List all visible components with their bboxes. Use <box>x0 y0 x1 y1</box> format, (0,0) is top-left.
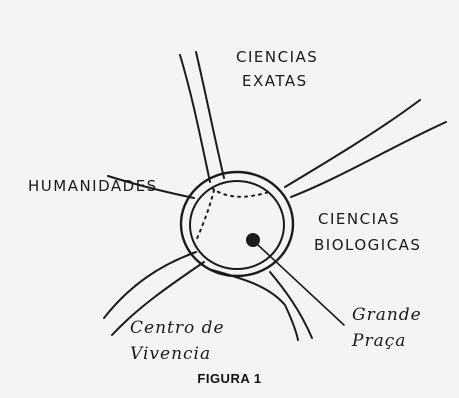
label-ciencias-exatas: CIENCIAS EXATAS <box>236 48 318 90</box>
plaza-inner-circle <box>189 180 285 270</box>
figure-caption: FIGURA 1 <box>197 371 262 386</box>
label-humanidades-text: HUMANIDADES <box>28 177 158 195</box>
label-ciencias-biologicas-line2: BIOLOGICAS <box>314 236 422 254</box>
grande-praca-marker <box>246 233 260 247</box>
road-left <box>107 175 195 199</box>
road-top-left <box>179 54 211 183</box>
road-bottom-right <box>269 271 313 339</box>
label-ciencias-biologicas: CIENCIAS BIOLOGICAS <box>314 210 421 254</box>
road-right-lower <box>290 121 447 198</box>
plaza-outer-circle <box>179 170 295 278</box>
label-grande-praca: Grande Praça <box>352 305 422 351</box>
dotted-divider-left <box>195 189 215 242</box>
label-centro-vivencia: Centro de Vivencia <box>130 318 225 364</box>
label-ciencias-biologicas-line1: CIENCIAS <box>318 210 401 228</box>
road-bottom-left-curve <box>211 269 299 341</box>
road-bottom-left-outer <box>103 251 197 319</box>
road-top-right <box>195 51 225 179</box>
label-ciencias-exatas-line1: CIENCIAS <box>236 48 319 66</box>
label-humanidades: HUMANIDADES <box>28 177 158 195</box>
label-grande-praca-line1: Grande <box>352 305 422 325</box>
label-centro-vivencia-line1: Centro de <box>130 318 225 338</box>
label-grande-praca-line2: Praça <box>352 331 407 351</box>
road-right-upper <box>284 99 421 188</box>
label-centro-vivencia-line2: Vivencia <box>130 344 212 364</box>
label-ciencias-exatas-line2: EXATAS <box>242 72 308 90</box>
road-bottom-left-inner <box>111 261 205 336</box>
grande-praca-pointer <box>257 244 345 326</box>
